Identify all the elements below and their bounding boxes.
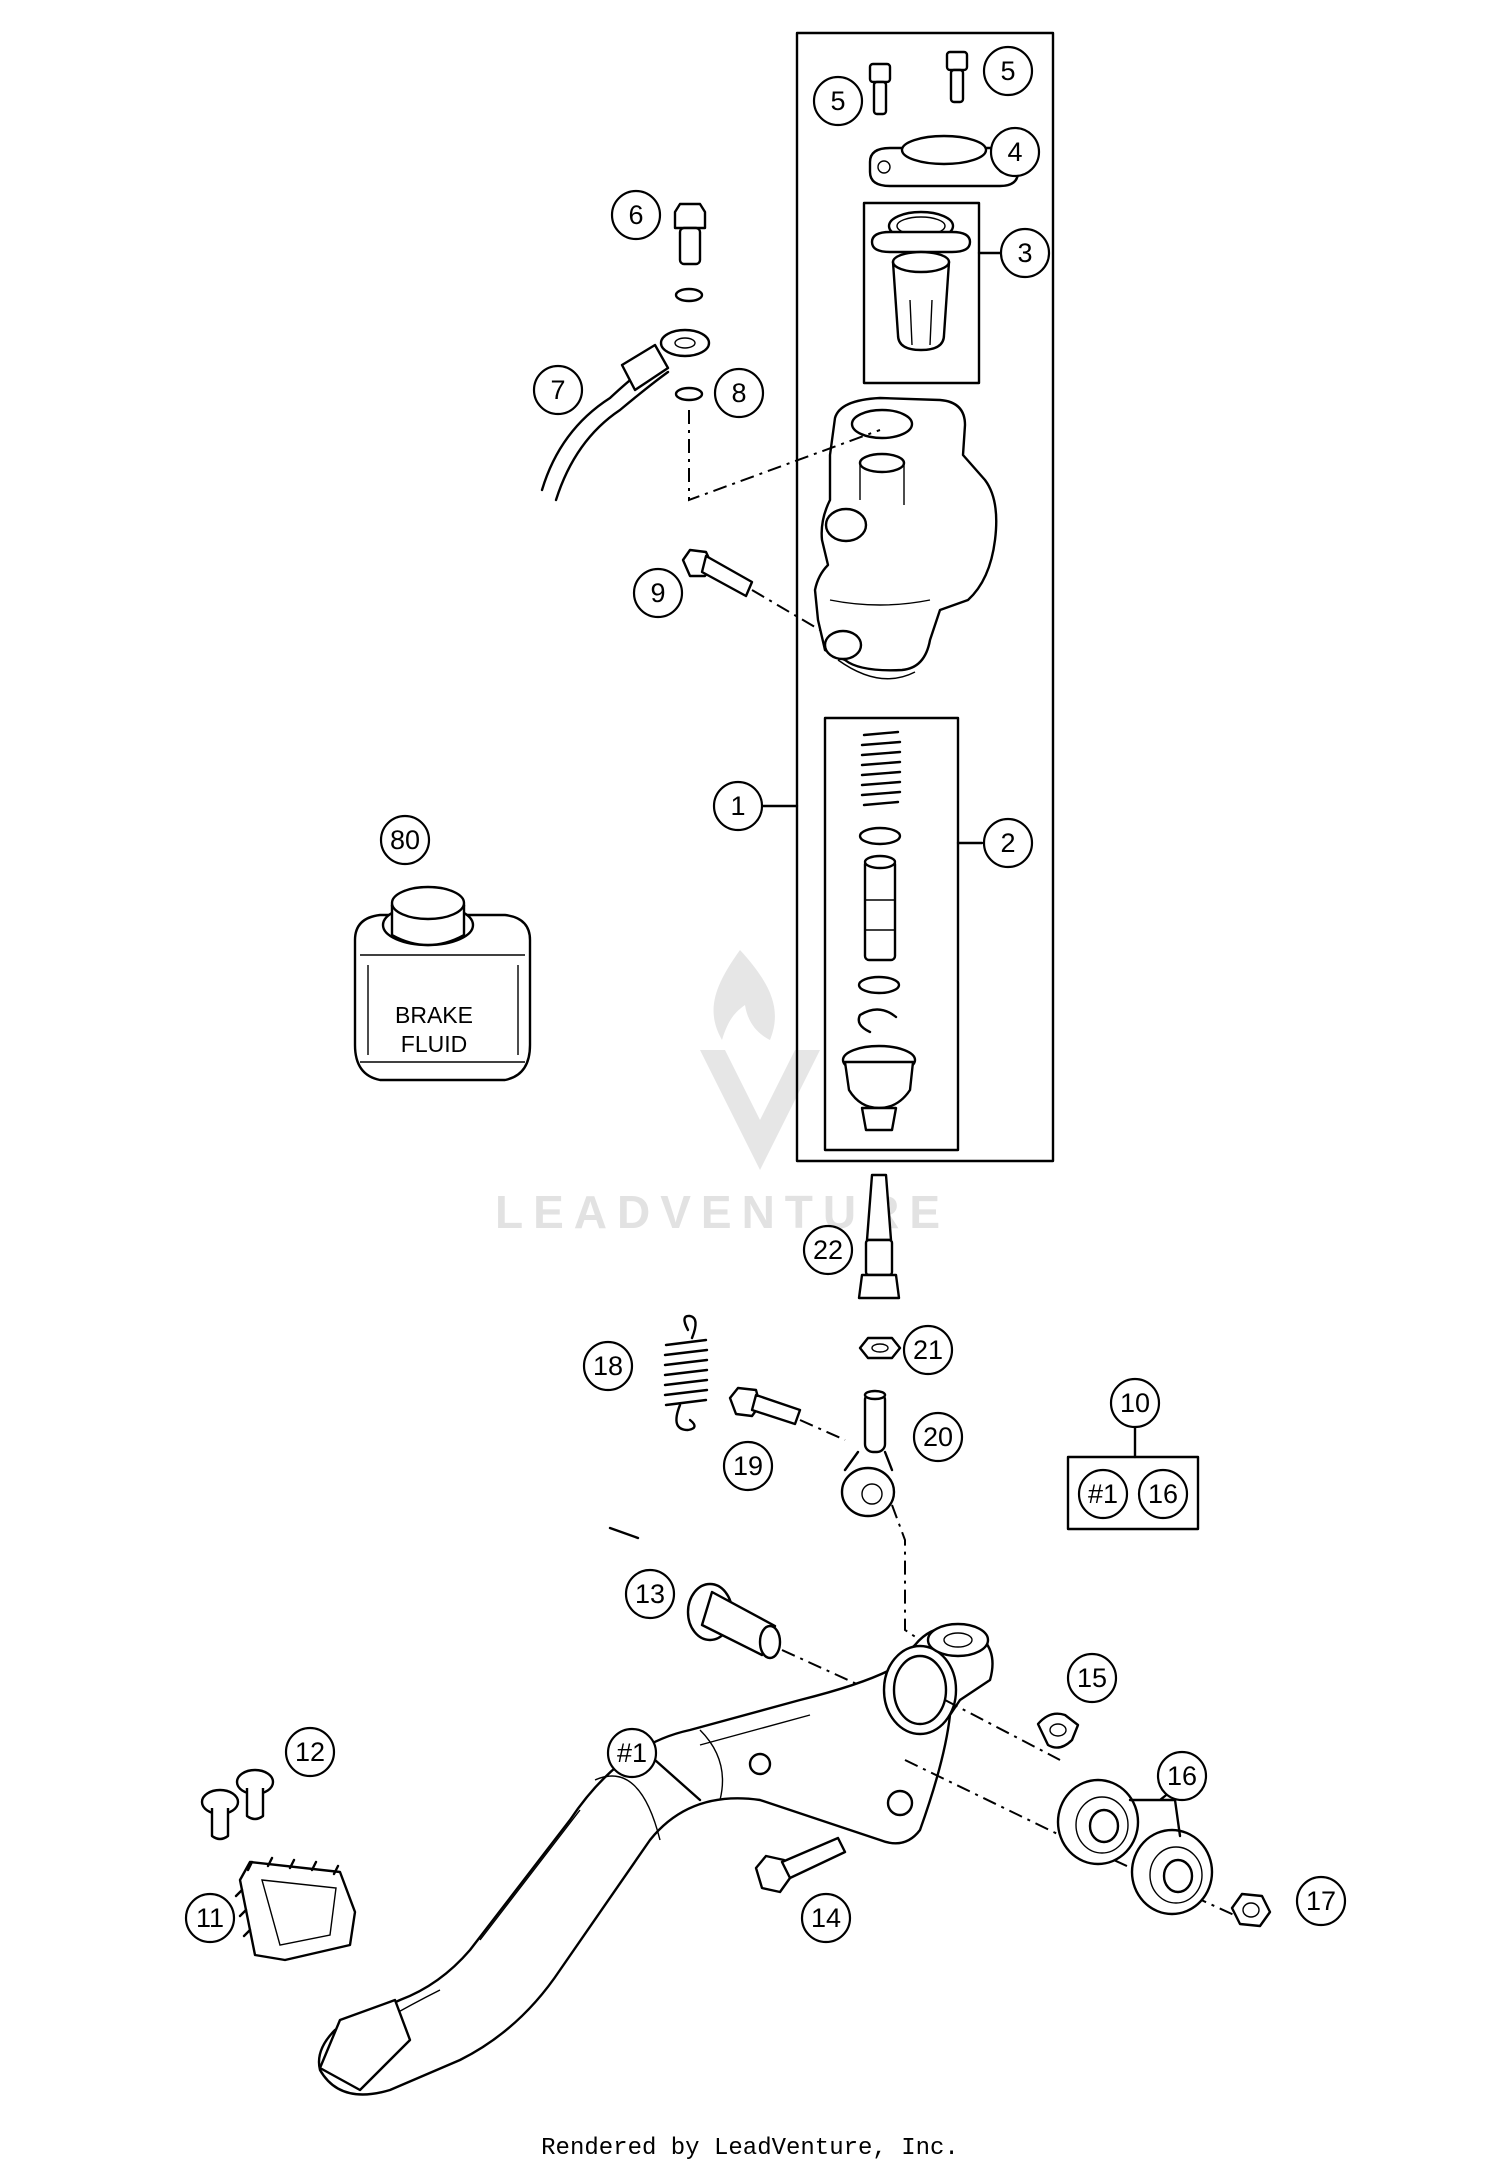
svg-text:19: 19 xyxy=(733,1451,763,1481)
callout-kit-16[interactable]: 16 xyxy=(1137,1468,1189,1520)
bolt-14 xyxy=(754,1836,847,1894)
callout-kit-1[interactable]: #1 xyxy=(1077,1468,1129,1520)
callout-80[interactable]: 80 xyxy=(379,814,431,866)
svg-text:15: 15 xyxy=(1077,1663,1107,1693)
screw-5-left xyxy=(868,62,892,116)
svg-text:#1: #1 xyxy=(1088,1479,1118,1509)
bearing-16-b xyxy=(1130,1828,1214,1916)
bolt-19 xyxy=(728,1386,802,1426)
callout-22[interactable]: 22 xyxy=(802,1224,854,1276)
spring-18 xyxy=(663,1314,709,1432)
washer-8 xyxy=(674,386,704,402)
callout-2[interactable]: 2 xyxy=(982,817,1034,869)
svg-text:1: 1 xyxy=(730,791,745,821)
svg-text:4: 4 xyxy=(1007,137,1022,167)
clevis-20 xyxy=(840,1389,896,1518)
callout-16[interactable]: 16 xyxy=(1156,1750,1208,1802)
callout-12[interactable]: 12 xyxy=(284,1726,336,1778)
svg-text:3: 3 xyxy=(1017,238,1032,268)
piston-set-2 xyxy=(841,730,917,1132)
svg-text:16: 16 xyxy=(1148,1479,1178,1509)
svg-text:10: 10 xyxy=(1120,1388,1150,1418)
brake-fluid-can-80: BRAKE FLUID xyxy=(353,885,532,1082)
callout-17[interactable]: 17 xyxy=(1295,1875,1347,1927)
watermark-logo: LEADVENTURE xyxy=(495,950,950,1238)
nut-17 xyxy=(1230,1892,1272,1928)
bolt-9-line xyxy=(751,589,821,631)
svg-text:11: 11 xyxy=(196,1903,224,1933)
callout-9[interactable]: 9 xyxy=(632,567,684,619)
callout-19[interactable]: 19 xyxy=(722,1440,774,1492)
callout-3[interactable]: 3 xyxy=(999,227,1051,279)
svg-text:16: 16 xyxy=(1167,1761,1197,1791)
nut-21 xyxy=(858,1336,902,1360)
step-plate-11 xyxy=(234,1856,357,1962)
svg-text:#1: #1 xyxy=(617,1738,647,1768)
svg-text:5: 5 xyxy=(1000,56,1015,86)
svg-text:14: 14 xyxy=(811,1903,841,1933)
callout-7[interactable]: 7 xyxy=(532,364,584,416)
assembly-1-frame xyxy=(795,31,1055,1163)
svg-text:12: 12 xyxy=(295,1737,325,1767)
svg-text:5: 5 xyxy=(830,86,845,116)
callout-13[interactable]: 13 xyxy=(624,1568,676,1620)
washer-upper xyxy=(674,287,704,303)
callout-20[interactable]: 20 xyxy=(912,1411,964,1463)
callout-5-right[interactable]: 5 xyxy=(982,45,1034,97)
screw-5-right xyxy=(945,50,969,104)
brake-pedal xyxy=(317,1622,994,2096)
callout-11[interactable]: 11 xyxy=(184,1892,236,1944)
clevis-line xyxy=(891,1504,921,1641)
brake-hose-7 xyxy=(540,328,711,502)
callout-21[interactable]: 21 xyxy=(902,1324,954,1376)
svg-text:2: 2 xyxy=(1000,828,1015,858)
callout-15[interactable]: 15 xyxy=(1066,1652,1118,1704)
svg-text:9: 9 xyxy=(650,578,665,608)
bearing-16-a xyxy=(1056,1778,1140,1866)
callout-8[interactable]: 8 xyxy=(713,367,765,419)
svg-text:18: 18 xyxy=(593,1351,623,1381)
hose-connection-line xyxy=(688,410,881,502)
callout-6[interactable]: 6 xyxy=(610,189,662,241)
svg-text:13: 13 xyxy=(635,1579,665,1609)
svg-text:8: 8 xyxy=(731,378,746,408)
push-rod-22 xyxy=(857,1173,901,1300)
svg-text:20: 20 xyxy=(923,1422,953,1452)
can-label-line2: FLUID xyxy=(401,1031,467,1057)
svg-text:6: 6 xyxy=(628,200,643,230)
reservoir-3 xyxy=(870,210,972,352)
banjo-bolt-6 xyxy=(673,202,707,266)
kit-10-frame xyxy=(1066,1455,1200,1531)
callout-10[interactable]: 10 xyxy=(1109,1377,1161,1429)
callout-18[interactable]: 18 xyxy=(582,1340,634,1392)
svg-text:7: 7 xyxy=(550,375,565,405)
bolt-13 xyxy=(686,1582,782,1660)
can-label-line1: BRAKE xyxy=(395,1002,473,1028)
callout-1[interactable]: 1 xyxy=(712,780,764,832)
spacer-15 xyxy=(1036,1712,1080,1749)
footer-credit: Rendered by LeadVenture, Inc. xyxy=(541,2135,959,2162)
svg-text:21: 21 xyxy=(913,1335,943,1365)
reservoir-cover-4 xyxy=(868,134,1020,188)
bolt-9 xyxy=(681,548,754,598)
svg-text:17: 17 xyxy=(1306,1886,1336,1916)
svg-text:22: 22 xyxy=(813,1235,843,1265)
bolt-19-line xyxy=(799,1419,846,1441)
callout-14[interactable]: 14 xyxy=(800,1892,852,1944)
piston-set-2-frame xyxy=(823,716,960,1152)
callout-4[interactable]: 4 xyxy=(989,126,1041,178)
master-cylinder-body xyxy=(813,396,998,680)
leader-13 xyxy=(608,1526,640,1540)
reservoir-3-frame xyxy=(862,201,981,385)
screws-12 xyxy=(200,1768,275,1841)
callout-5-left[interactable]: 5 xyxy=(812,75,864,127)
leader-pedal xyxy=(653,1758,702,1802)
svg-text:80: 80 xyxy=(390,825,420,855)
callout-pedal-1[interactable]: #1 xyxy=(606,1727,658,1779)
watermark-text: LEADVENTURE xyxy=(495,1186,950,1238)
